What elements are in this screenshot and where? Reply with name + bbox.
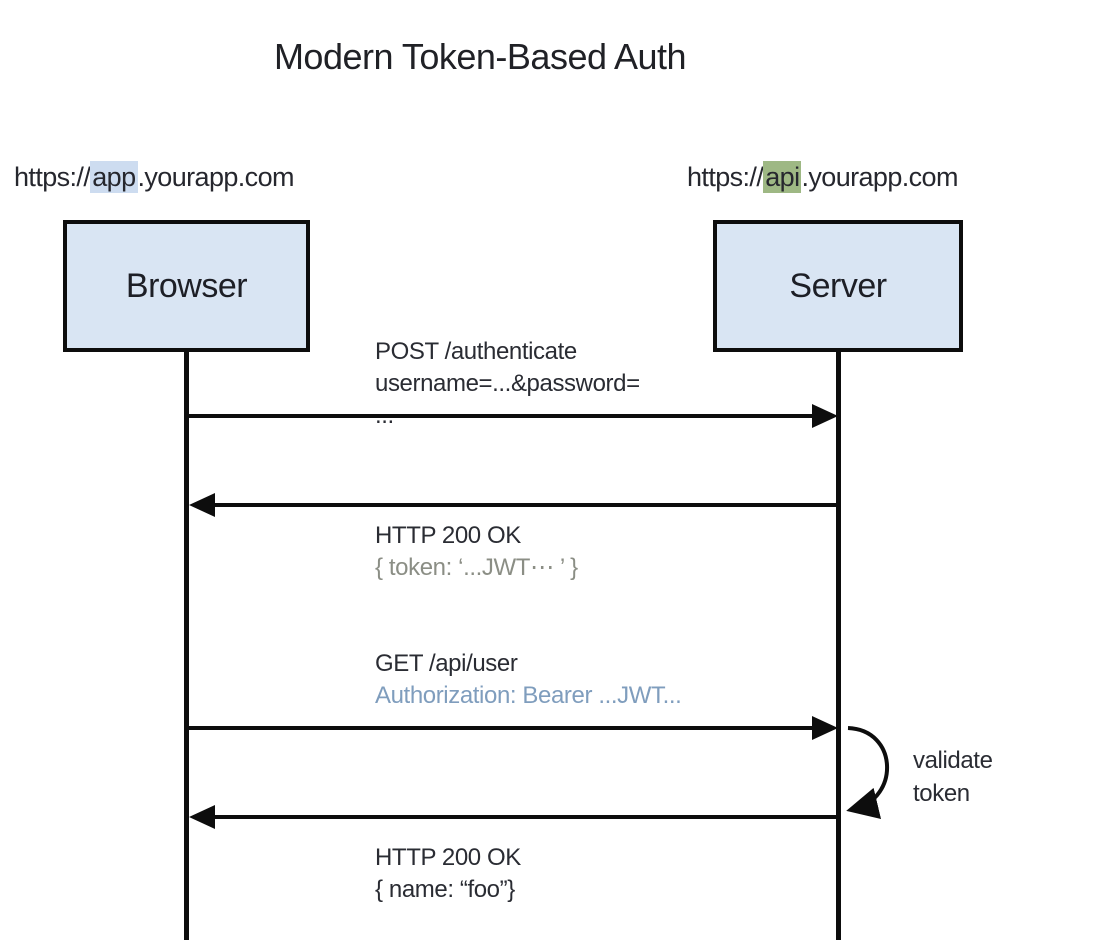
get-user-request-line1: GET /api/user bbox=[375, 650, 518, 677]
authenticate-request-line1: POST /authenticate bbox=[375, 338, 577, 365]
server-lifeline bbox=[836, 350, 841, 940]
diagram-title: Modern Token-Based Auth bbox=[273, 36, 687, 77]
user-response-label: HTTP 200 OK { name: “foo”} bbox=[375, 842, 521, 906]
server-actor-box: Server bbox=[713, 220, 963, 352]
validate-token-label: validate token bbox=[913, 744, 993, 810]
validate-token-line1: validate bbox=[913, 747, 993, 774]
token-response-line2: { token: ‘...JWT⋯ ’ } bbox=[375, 554, 578, 581]
browser-url-prefix: https:// bbox=[14, 162, 91, 192]
token-response-arrowhead-icon bbox=[189, 493, 215, 517]
server-url-highlight: api bbox=[763, 161, 802, 193]
user-response-line2: { name: “foo”} bbox=[375, 876, 515, 903]
browser-lifeline bbox=[184, 350, 189, 940]
server-url: https://api.yourapp.com bbox=[687, 161, 958, 193]
get-user-request-arrow bbox=[189, 726, 812, 730]
token-response-line1: HTTP 200 OK bbox=[375, 522, 521, 549]
authenticate-request-label: POST /authenticate username=...&password… bbox=[375, 336, 640, 432]
user-response-arrow bbox=[215, 815, 841, 819]
browser-url: https://app.yourapp.com bbox=[14, 161, 295, 193]
token-response-arrow bbox=[215, 503, 841, 507]
validate-token-self-loop-icon bbox=[846, 726, 890, 819]
validate-token-line2: token bbox=[913, 780, 970, 807]
authenticate-request-line2: username=...&password= bbox=[375, 370, 640, 397]
get-user-request-arrowhead-icon bbox=[812, 716, 838, 740]
user-response-line1: HTTP 200 OK bbox=[375, 844, 521, 871]
server-actor-label: Server bbox=[789, 266, 887, 305]
browser-actor-box: Browser bbox=[63, 220, 310, 352]
server-url-prefix: https:// bbox=[687, 162, 764, 192]
browser-url-highlight: app bbox=[90, 161, 138, 193]
authenticate-request-arrow bbox=[189, 414, 812, 418]
browser-url-suffix: .yourapp.com bbox=[137, 162, 295, 192]
token-response-label: HTTP 200 OK { token: ‘...JWT⋯ ’ } bbox=[375, 520, 578, 584]
authenticate-request-arrowhead-icon bbox=[812, 404, 838, 428]
browser-actor-label: Browser bbox=[125, 266, 248, 305]
server-url-suffix: .yourapp.com bbox=[801, 162, 958, 192]
get-user-request-line2: Authorization: Bearer ...JWT... bbox=[375, 682, 682, 709]
user-response-arrowhead-icon bbox=[189, 805, 215, 829]
get-user-request-label: GET /api/user Authorization: Bearer ...J… bbox=[375, 648, 682, 712]
